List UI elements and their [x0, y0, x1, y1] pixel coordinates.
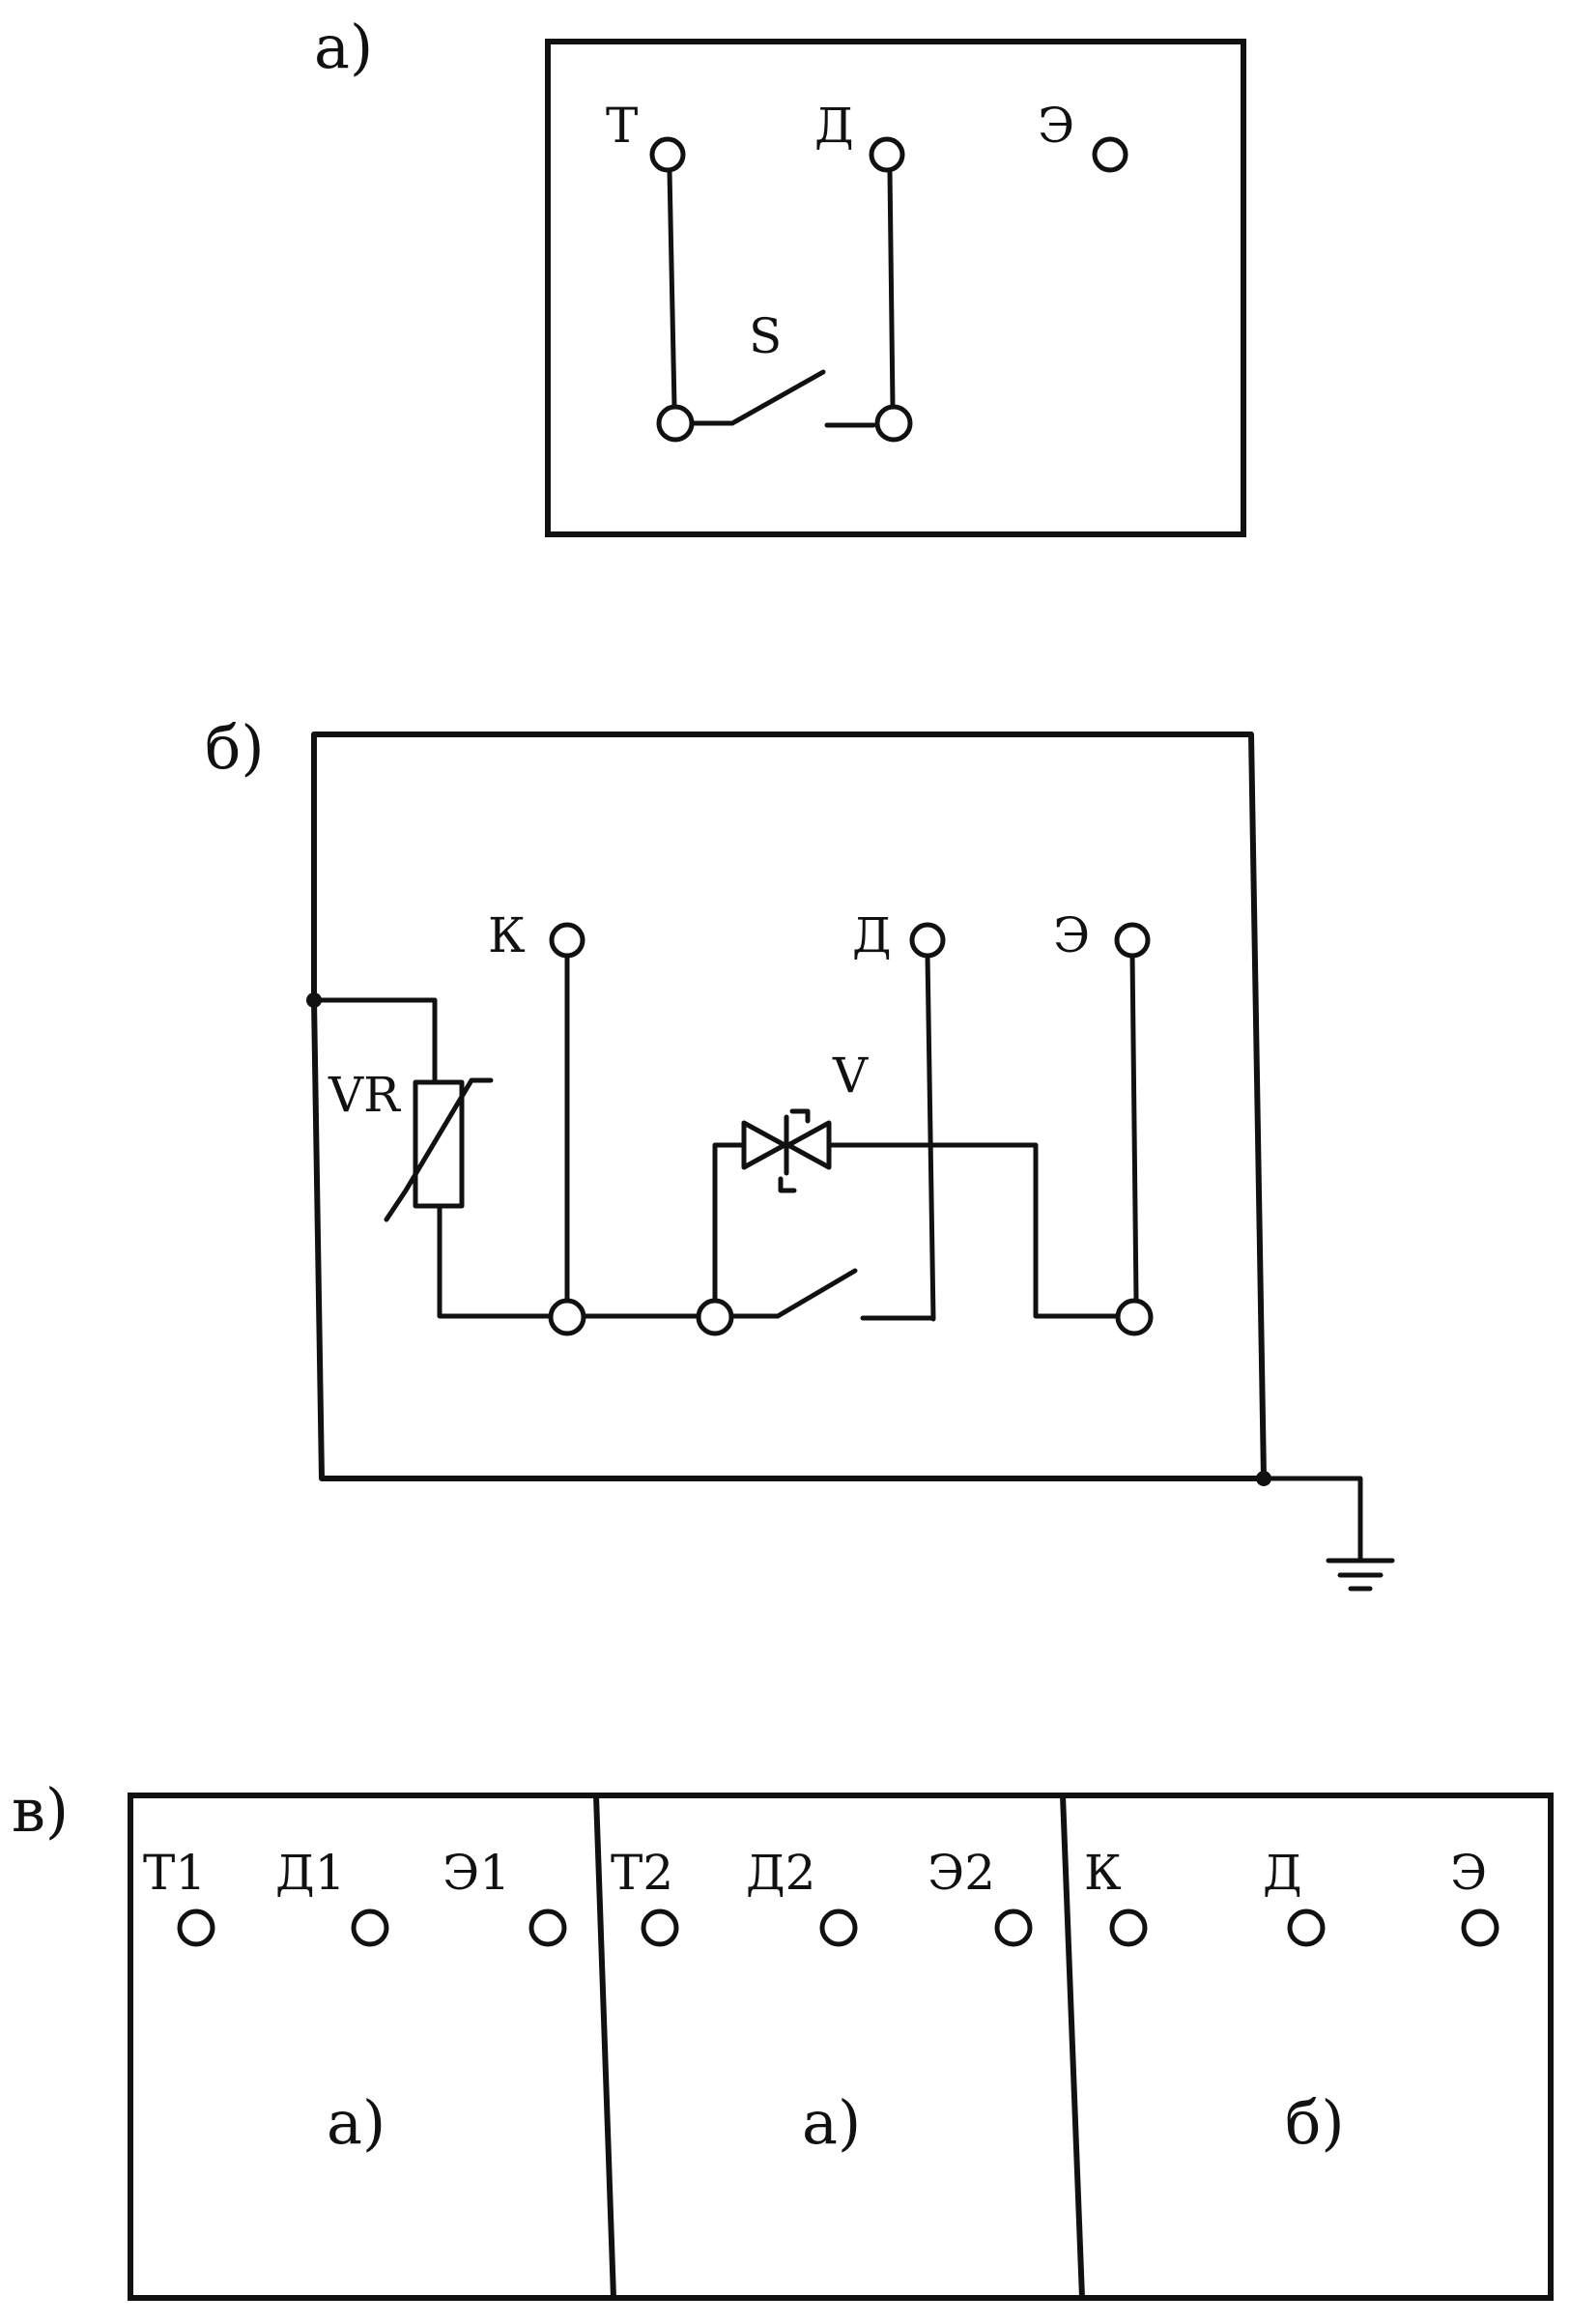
- switch-b-blade: [775, 1268, 858, 1319]
- cell-2-terminal-1-label: Т2: [611, 1845, 673, 1901]
- wire-e2: [1129, 951, 1139, 1303]
- panel-a-part-label: а): [314, 12, 373, 82]
- varistor-body: [413, 1079, 465, 1209]
- junction-dot-left: [306, 992, 322, 1008]
- diode-label: V: [832, 1047, 869, 1104]
- panel-b-housing: [311, 732, 1267, 1481]
- cell-2-terminal-2: [819, 1908, 858, 1947]
- node-switch-b: [696, 1298, 734, 1336]
- panel-v-cell-3: К Д Э б): [1084, 1845, 1499, 2158]
- terminal-e2: [1114, 922, 1151, 959]
- cell-1-caption: а): [327, 2087, 385, 2158]
- varistor-slash: [384, 1077, 494, 1222]
- node-switch-left: [656, 404, 695, 443]
- cell-3-terminal-2: [1287, 1908, 1326, 1947]
- cell-1-terminal-3-label: Э1: [442, 1845, 510, 1901]
- cell-2-terminal-3: [994, 1908, 1033, 1947]
- cell-2-terminal-1: [641, 1908, 679, 1947]
- panel-v: в) Т1 Д1 Э1 а) Т2 Д2 Э2 а) К Д Э: [12, 1775, 1554, 2301]
- cell-3-terminal-1-label: К: [1084, 1845, 1122, 1901]
- diode-arrow-right: [785, 1120, 832, 1170]
- cell-3-caption: б): [1285, 2087, 1345, 2158]
- diode-hook-top: [789, 1108, 811, 1124]
- switch-s-blade: [729, 369, 826, 426]
- panel-b: б) К Д Э VR V: [205, 712, 1395, 1592]
- panel-v-part-label: в): [12, 1775, 69, 1846]
- wire-d2: [925, 951, 936, 1322]
- diode-hook-bottom: [778, 1176, 797, 1193]
- terminal-t: [649, 136, 686, 173]
- cell-3-terminal-2-label: Д: [1263, 1845, 1302, 1901]
- panel-a-housing: [545, 39, 1246, 537]
- cell-3-terminal-3-label: Э: [1450, 1845, 1487, 1901]
- panel-v-cell-2: Т2 Д2 Э2 а): [611, 1845, 1033, 2158]
- terminal-t-label: Т: [606, 98, 638, 154]
- terminal-e: [1092, 136, 1128, 173]
- terminal-d2-label: Д: [852, 907, 892, 963]
- panel-v-cell-1: Т1 Д1 Э1 а): [143, 1845, 567, 2158]
- cell-3-terminal-1: [1109, 1908, 1148, 1947]
- switch-s-label: S: [749, 308, 782, 364]
- varistor-label: VR: [328, 1067, 401, 1123]
- terminal-e2-label: Э: [1053, 907, 1090, 963]
- panel-a: а) Т Д Э S: [314, 12, 1246, 537]
- varistor-top-wire: [311, 997, 438, 1085]
- diode-left-wire: [712, 1142, 747, 1303]
- diode-arrow-left: [741, 1120, 787, 1170]
- terminal-d-label: Д: [814, 98, 854, 154]
- ground-icon: [1326, 1558, 1395, 1592]
- terminal-k-label: К: [488, 907, 526, 963]
- panel-v-housing: [128, 1793, 1554, 2301]
- node-switch-right: [874, 404, 913, 443]
- cell-1-terminal-2: [351, 1908, 389, 1947]
- cell-3-terminal-3: [1461, 1908, 1499, 1947]
- terminal-e-label: Э: [1038, 98, 1074, 154]
- cell-1-terminal-1-label: Т1: [143, 1845, 206, 1901]
- terminal-d: [869, 136, 905, 173]
- cell-2-terminal-2-label: Д2: [746, 1845, 815, 1901]
- node-e-bottom: [1115, 1298, 1154, 1336]
- terminal-d2: [909, 922, 946, 959]
- cell-1-terminal-1: [177, 1908, 215, 1947]
- panel-b-part-label: б): [205, 712, 265, 783]
- ground-wire: [1261, 1476, 1363, 1564]
- cell-2-terminal-3-label: Э2: [928, 1845, 995, 1901]
- cell-2-caption: а): [802, 2087, 861, 2158]
- cell-1-terminal-3: [528, 1908, 567, 1947]
- diode-right-wire: [826, 1142, 1121, 1319]
- panel-b-housing-bottom: [311, 997, 1267, 1481]
- wire-d: [887, 168, 896, 410]
- node-k-bottom: [548, 1298, 586, 1336]
- cell-1-terminal-2-label: Д1: [275, 1845, 345, 1901]
- varistor-bottom-wire: [437, 1203, 552, 1319]
- panel-v-divider-2: [1060, 1793, 1085, 2301]
- panel-v-divider-1: [593, 1793, 616, 2301]
- terminal-k: [549, 922, 585, 959]
- wire-t: [667, 168, 677, 410]
